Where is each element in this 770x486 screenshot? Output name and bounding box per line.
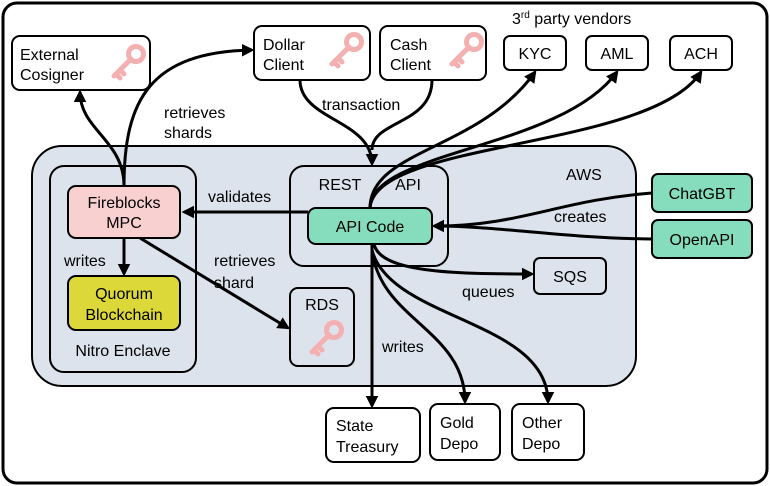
sqs-label: SQS — [553, 269, 587, 286]
edge-label-creates: creates — [554, 209, 606, 226]
state-treasury-line2: Treasury — [336, 439, 399, 456]
edge-api-to-kyc — [368, 69, 537, 209]
cash-client-line1: Cash — [390, 37, 427, 54]
edge-label-retrieves-shard-2: shard — [214, 275, 254, 292]
edge-label-retrieves-shards-1: retrieves — [164, 105, 225, 122]
dollar-client-line1: Dollar — [263, 37, 305, 54]
quorum-line2: Blockchain — [85, 307, 162, 324]
rds-label: RDS — [305, 297, 339, 314]
vendors-title: 3rd party vendors — [512, 10, 631, 28]
api-code-label: API Code — [336, 219, 405, 236]
fireblocks-line2: MPC — [106, 215, 142, 232]
edge-fireblocks-to-rds — [139, 236, 291, 330]
quorum-line1: Quorum — [95, 286, 153, 303]
ach-label: ACH — [684, 46, 718, 63]
edge-label-retrieves-shards-2: shards — [164, 125, 212, 142]
kyc-label: KYC — [519, 46, 552, 63]
gold-depo-line1: Gold — [440, 415, 474, 432]
external-cosigner-line2: Cosigner — [20, 67, 85, 84]
edge-chatgbt-to-api — [435, 191, 653, 228]
edge-openapi-to-api — [431, 219, 653, 241]
edge-api-to-sqs — [372, 243, 535, 281]
edge-label-validates: validates — [208, 189, 271, 206]
edge-label-writes-api: writes — [381, 339, 424, 356]
edge-label-transaction: transaction — [322, 97, 400, 114]
api-label: API — [395, 177, 421, 194]
cash-client-line2: Client — [390, 57, 431, 74]
openapi-label: OpenAPI — [670, 232, 735, 249]
edge-fireblocks-to-dollar-client — [122, 43, 255, 187]
external-cosigner-line1: External — [20, 47, 79, 64]
nitro-enclave-label: Nitro Enclave — [75, 343, 170, 360]
aml-label: AML — [601, 46, 634, 63]
edge-api-to-ach — [368, 69, 703, 209]
edge-cash-client-to-rest — [370, 79, 434, 151]
edge-api-to-other-depo — [370, 249, 555, 405]
edge-label-retrieves-shard-1: retrieves — [214, 253, 275, 270]
edge-dollar-client-to-rest — [298, 79, 379, 167]
other-depo-line2: Depo — [522, 436, 560, 453]
gold-depo-line2: Depo — [440, 436, 478, 453]
other-depo-line1: Other — [522, 415, 563, 432]
aws-label: AWS — [566, 167, 602, 184]
fireblocks-line1: Fireblocks — [88, 195, 161, 212]
edge-label-queues: queues — [462, 284, 515, 301]
dollar-client-line2: Client — [263, 57, 304, 74]
edge-api-to-gold-depo — [370, 249, 472, 405]
state-treasury-line1: State — [336, 418, 373, 435]
edge-label-writes-enclave: writes — [63, 253, 106, 270]
edge-fireblocks-to-cosigner — [73, 89, 126, 187]
chatgbt-label: ChatGBT — [669, 186, 736, 203]
rest-label: REST — [319, 177, 362, 194]
